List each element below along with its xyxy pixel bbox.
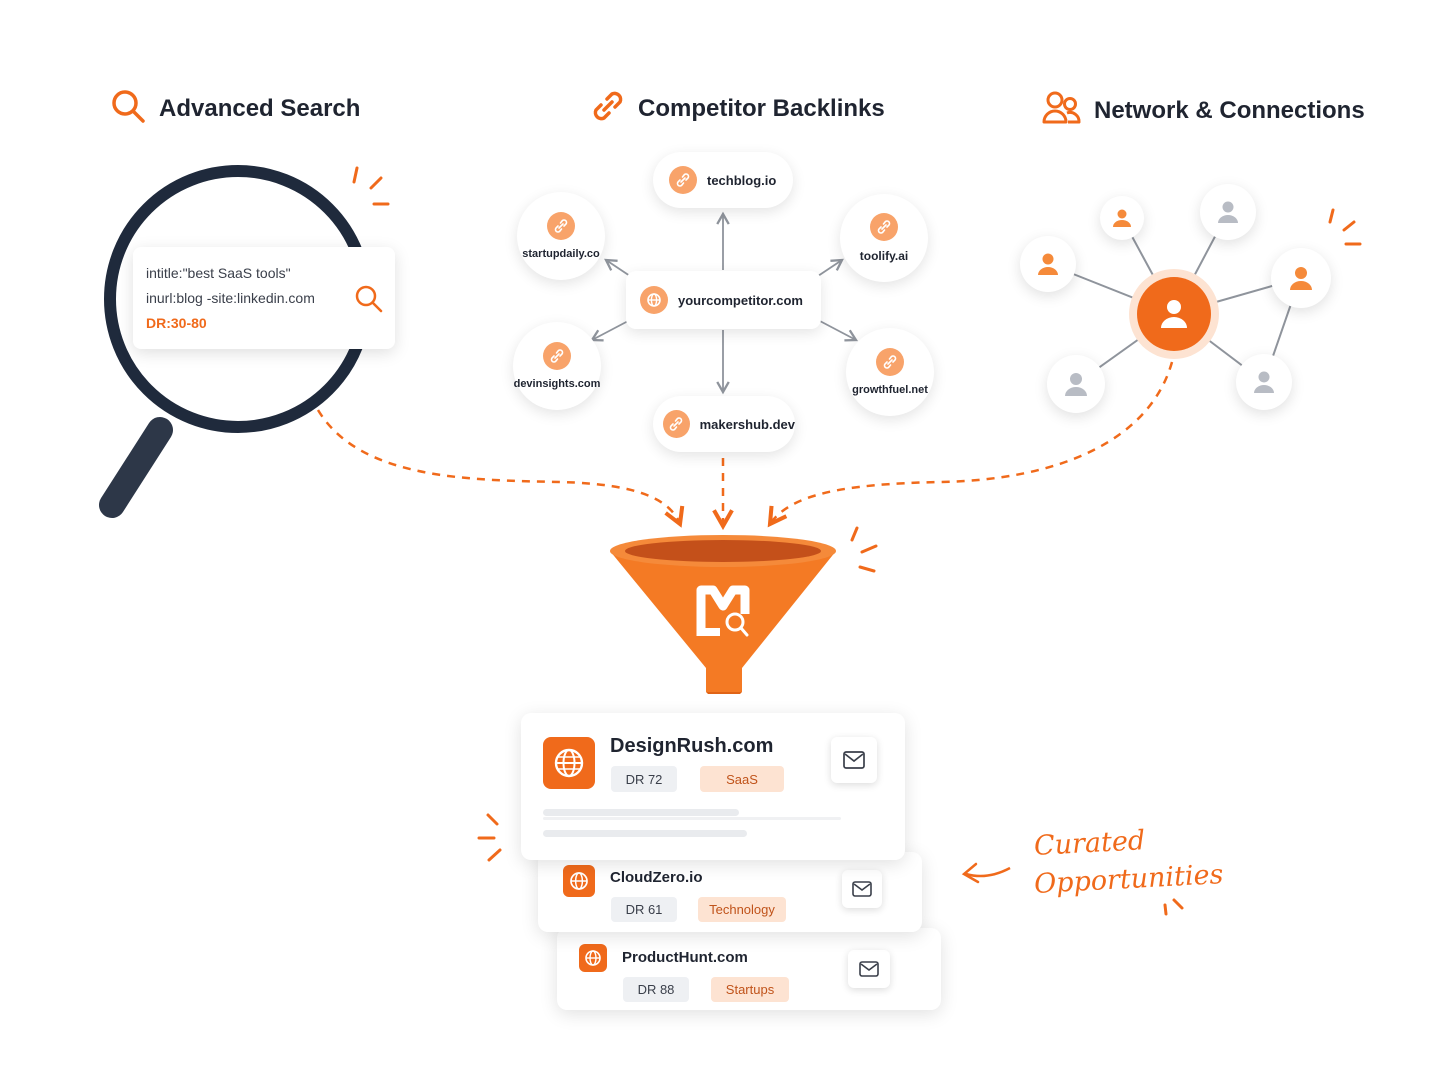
site-name: ProductHunt.com — [622, 949, 748, 966]
mail-icon — [852, 881, 872, 897]
search-icon — [112, 90, 145, 123]
user-icon — [1065, 373, 1087, 396]
link-icon — [543, 342, 571, 370]
flow-paths — [316, 361, 1174, 531]
backlink-domain: startupdaily.co — [522, 248, 600, 260]
backlink-connectors — [589, 211, 859, 395]
backlink-domain: toolify.ai — [859, 249, 909, 263]
search-icon[interactable] — [354, 284, 384, 314]
globe-icon — [563, 865, 595, 897]
dr-badge: DR 61 — [611, 897, 677, 922]
network-person[interactable] — [1200, 184, 1256, 240]
globe-icon — [579, 944, 607, 972]
email-button[interactable] — [831, 737, 877, 783]
spark-decoration — [352, 166, 1362, 916]
backlink-node-techblog[interactable]: techblog.io — [653, 152, 793, 208]
network-person[interactable] — [1271, 248, 1331, 308]
link-icon — [669, 166, 697, 194]
section-title: Competitor Backlinks — [638, 95, 885, 122]
section-title: Network & Connections — [1094, 97, 1365, 124]
placeholder-bar — [543, 830, 747, 837]
competitor-domain: yourcompetitor.com — [678, 292, 803, 308]
link-icon — [876, 348, 904, 376]
backlink-domain: growthfuel.net — [852, 384, 928, 396]
section-advanced-search: Advanced Search — [110, 88, 390, 128]
backlink-node-growthfuel[interactable]: growthfuel.net — [846, 328, 934, 416]
email-button[interactable] — [848, 950, 890, 988]
site-name: CloudZero.io — [610, 869, 703, 886]
link-icon — [593, 91, 623, 121]
backlink-domain: techblog.io — [707, 172, 777, 188]
placeholder-bar — [543, 817, 841, 820]
category-tag: SaaS — [700, 766, 784, 792]
backlink-node-toolify[interactable]: toolify.ai — [840, 194, 928, 282]
user-icon — [1161, 300, 1187, 328]
backlink-node-startupdaily[interactable]: startupdaily.co — [517, 192, 605, 280]
placeholder-bar — [543, 809, 739, 816]
section-competitor-backlinks: Competitor Backlinks — [590, 88, 890, 128]
user-icon — [1113, 209, 1131, 227]
link-icon — [870, 213, 898, 241]
user-icon — [1290, 267, 1312, 290]
funnel-illustration — [610, 535, 836, 694]
category-tag: Technology — [698, 897, 786, 922]
network-person[interactable] — [1100, 196, 1144, 240]
site-name: DesignRush.com — [610, 735, 774, 757]
query-line-2: inurl:blog -site:linkedin.com — [146, 290, 315, 306]
section-title: Advanced Search — [159, 95, 361, 122]
link-icon — [663, 410, 690, 438]
result-card-featured[interactable]: DesignRush.com DR 72 SaaS — [521, 713, 905, 860]
email-button[interactable] — [842, 870, 882, 908]
query-line-1: intitle:"best SaaS tools" — [146, 265, 291, 281]
network-center-person[interactable] — [1137, 277, 1211, 351]
query-line-3: DR:30-80 — [146, 315, 207, 331]
user-icon — [1254, 371, 1274, 393]
network-person[interactable] — [1020, 236, 1076, 292]
backlink-domain: makershub.dev — [699, 416, 795, 432]
category-tag: Startups — [711, 977, 789, 1002]
mail-icon — [843, 751, 865, 769]
network-person[interactable] — [1236, 354, 1292, 410]
curated-label-line1: Curated — [1033, 825, 1146, 862]
link-icon — [547, 212, 575, 240]
user-icon — [1038, 253, 1058, 275]
mail-icon — [859, 961, 879, 977]
globe-icon — [640, 286, 668, 314]
curated-arrow — [965, 866, 1011, 878]
network-person[interactable] — [1047, 355, 1105, 413]
search-query-box[interactable]: intitle:"best SaaS tools" inurl:blog -si… — [133, 247, 395, 349]
competitor-center-node[interactable]: yourcompetitor.com — [626, 271, 821, 329]
users-icon — [1042, 91, 1081, 124]
result-card[interactable]: ProductHunt.com DR 88 Startups — [557, 928, 941, 1010]
backlink-node-devinsights[interactable]: devinsights.com — [513, 322, 601, 410]
result-card[interactable]: CloudZero.io DR 61 Technology — [538, 852, 922, 932]
globe-icon — [543, 737, 595, 789]
backlink-domain: devinsights.com — [513, 378, 601, 390]
backlink-node-makershub[interactable]: makershub.dev — [653, 396, 795, 452]
dr-badge: DR 72 — [611, 766, 677, 792]
dr-badge: DR 88 — [623, 977, 689, 1002]
section-network-connections: Network & Connections — [1042, 90, 1372, 130]
user-icon — [1218, 201, 1238, 223]
